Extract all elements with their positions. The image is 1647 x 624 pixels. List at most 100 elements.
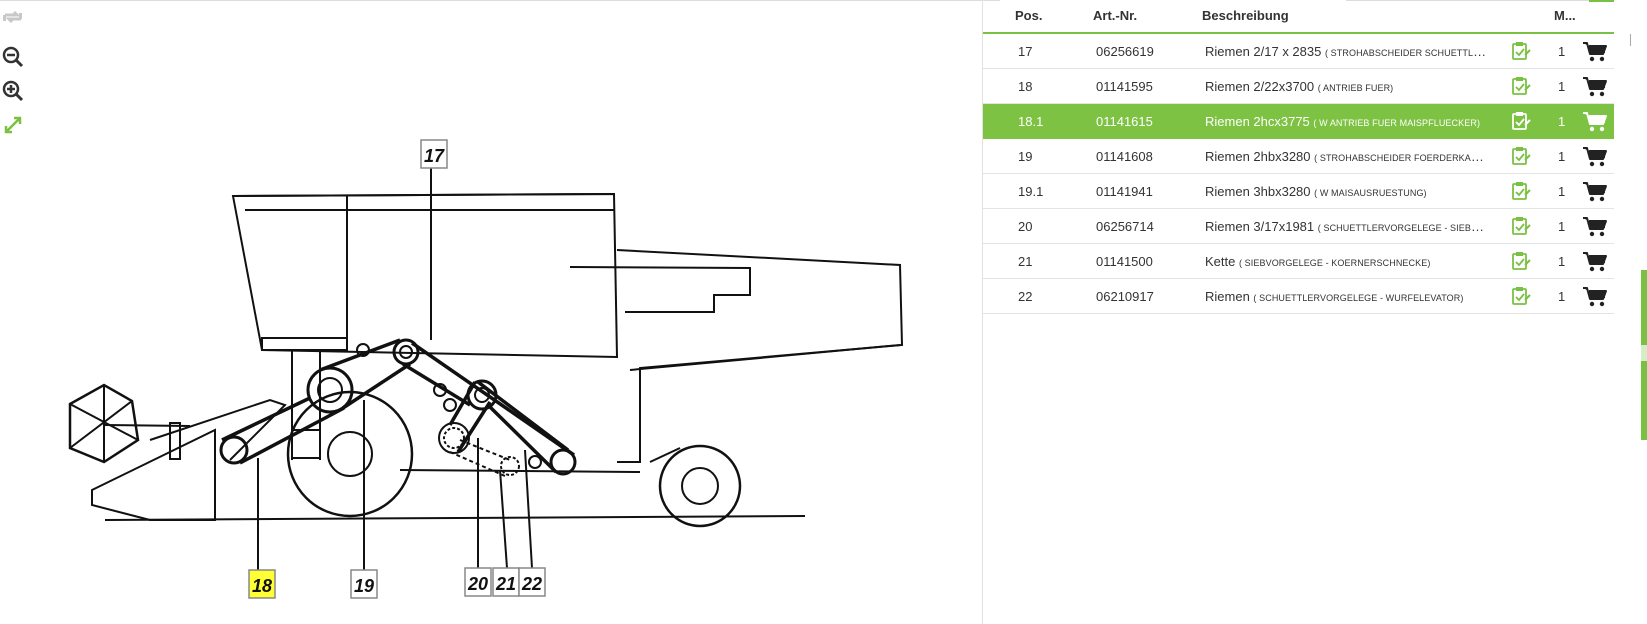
cell-beschreibung: Riemen 2/22x3700 ( ANTRIEB FUER) bbox=[1205, 79, 1487, 94]
cell-beschreibung: Riemen ( SCHUETTLERVORGELEGE - WURFELEVA… bbox=[1205, 289, 1487, 304]
cell-art-nr: 01141595 bbox=[1096, 79, 1153, 94]
notepad-check-icon[interactable] bbox=[1510, 216, 1532, 236]
cell-pos: 19 bbox=[1018, 149, 1033, 164]
rotate-icon[interactable] bbox=[0, 4, 26, 30]
callout-17[interactable]: 17 bbox=[420, 139, 448, 169]
cell-beschreibung: Riemen 2hcx3775 ( W ANTRIEB FUER MAISPFL… bbox=[1205, 114, 1487, 129]
part-name: Riemen 2hbx3280 bbox=[1205, 149, 1311, 164]
header-accent bbox=[1589, 0, 1614, 2]
cart-icon[interactable] bbox=[1582, 251, 1608, 273]
cell-art-nr: 01141608 bbox=[1096, 149, 1153, 164]
cell-menge: 1 bbox=[1558, 219, 1566, 234]
notepad-check-icon[interactable] bbox=[1510, 76, 1532, 96]
cell-menge: 1 bbox=[1558, 79, 1566, 94]
header-art-nr[interactable]: Art.-Nr. bbox=[1093, 8, 1138, 23]
table-header: Pos. Art.-Nr. Beschreibung M... bbox=[983, 0, 1614, 34]
svg-text:19: 19 bbox=[354, 576, 374, 596]
table-row[interactable]: 17 06256619 Riemen 2/17 x 2835 ( STROHABSC… bbox=[983, 34, 1614, 69]
cell-pos: 20 bbox=[1018, 219, 1033, 234]
part-note: ( W ANTRIEB FUER MAISPFLUECKER) bbox=[1313, 118, 1481, 128]
cell-art-nr: 01141941 bbox=[1096, 184, 1153, 199]
table-row[interactable]: 18.1 01141615 Riemen 2hcx3775 ( W ANTRIEB … bbox=[983, 104, 1614, 139]
cell-menge: 1 bbox=[1558, 184, 1566, 199]
part-note: ( SCHUETTLERVORGELEGE - WURFELEVATOR) bbox=[1253, 293, 1464, 303]
cell-beschreibung: Riemen 2hbx3280 ( STROHABSCHEIDER FOERDE… bbox=[1205, 149, 1487, 164]
table-row[interactable]: 19.1 01141941 Riemen 3hbx3280 ( W MAISAUSR… bbox=[983, 174, 1614, 209]
svg-text:22: 22 bbox=[521, 574, 542, 594]
cart-icon[interactable] bbox=[1582, 181, 1608, 203]
part-name: Riemen 2/17 x 2835 bbox=[1205, 44, 1322, 59]
table-row[interactable]: 19 01141608 Riemen 2hbx3280 ( STROHABSCHEI… bbox=[983, 139, 1614, 174]
cell-art-nr: 06210917 bbox=[1096, 289, 1154, 304]
notepad-check-icon[interactable] bbox=[1510, 111, 1532, 131]
part-name: Riemen 3hbx3280 bbox=[1205, 184, 1311, 199]
cell-art-nr: 01141500 bbox=[1096, 254, 1153, 269]
part-name: Riemen 2hcx3775 bbox=[1205, 114, 1310, 129]
callout-20[interactable]: 20 bbox=[464, 567, 492, 597]
cell-pos: 21 bbox=[1018, 254, 1033, 269]
part-note: ( W MAISAUSRUESTUNG) bbox=[1314, 188, 1427, 198]
cell-beschreibung: Kette ( SIEBVORGELEGE - KOERNERSCHNECKE) bbox=[1205, 254, 1487, 269]
cart-icon[interactable] bbox=[1582, 286, 1608, 308]
cell-beschreibung: Riemen 2/17 x 2835 ( STROHABSCHEIDER SCH… bbox=[1205, 44, 1487, 59]
cell-pos: 19.1 bbox=[1018, 184, 1044, 199]
cart-icon[interactable] bbox=[1582, 41, 1608, 63]
part-note: ( ANTRIEB FUER) bbox=[1317, 83, 1394, 93]
callout-21[interactable]: 21 bbox=[492, 567, 520, 597]
part-name: Kette bbox=[1205, 254, 1236, 269]
cell-menge: 1 bbox=[1558, 44, 1566, 59]
part-note: ( STROHABSCHEIDER FOERDERKANAL) bbox=[1314, 153, 1487, 163]
notepad-check-icon[interactable] bbox=[1510, 41, 1532, 61]
table-row[interactable]: 21 01141500 Kette ( SIEBVORGELEGE - KOERNE… bbox=[983, 244, 1614, 279]
cart-icon[interactable] bbox=[1582, 76, 1608, 98]
fullscreen-icon[interactable] bbox=[0, 112, 26, 138]
cell-pos: 18.1 bbox=[1018, 114, 1044, 129]
callout-18[interactable]: 18 bbox=[248, 569, 276, 599]
cart-icon[interactable] bbox=[1582, 111, 1608, 133]
notepad-check-icon[interactable] bbox=[1510, 286, 1532, 306]
part-note: ( SIEBVORGELEGE - KOERNERSCHNECKE) bbox=[1238, 258, 1431, 268]
callout-19[interactable]: 19 bbox=[350, 569, 378, 599]
callout-22[interactable]: 22 bbox=[518, 567, 546, 597]
part-name: Riemen 3/17x1981 bbox=[1205, 219, 1315, 234]
cell-menge: 1 bbox=[1558, 254, 1566, 269]
svg-text:21: 21 bbox=[495, 574, 516, 594]
part-name: Riemen 2/22x3700 bbox=[1205, 79, 1315, 94]
zoom-out-icon[interactable] bbox=[0, 44, 26, 70]
zoom-in-icon[interactable] bbox=[0, 78, 26, 104]
cell-pos: 17 bbox=[1018, 44, 1033, 59]
svg-text:20: 20 bbox=[467, 574, 488, 594]
cell-beschreibung: Riemen 3hbx3280 ( W MAISAUSRUESTUNG) bbox=[1205, 184, 1487, 199]
cell-beschreibung: Riemen 3/17x1981 ( SCHUETTLERVORGELEGE -… bbox=[1205, 219, 1487, 234]
header-beschreibung[interactable]: Beschreibung bbox=[1202, 8, 1289, 23]
table-row[interactable]: 20 06256714 Riemen 3/17x1981 ( SCHUETTLERV… bbox=[983, 209, 1614, 244]
cell-menge: 1 bbox=[1558, 289, 1566, 304]
header-pos[interactable]: Pos. bbox=[1015, 8, 1043, 23]
header-top-border bbox=[1346, 0, 1614, 1]
cell-art-nr: 01141615 bbox=[1096, 114, 1153, 129]
cart-icon[interactable] bbox=[1582, 216, 1608, 238]
panel-divider bbox=[982, 0, 983, 624]
svg-text:17: 17 bbox=[424, 146, 445, 166]
cell-menge: 1 bbox=[1558, 149, 1566, 164]
header-menge[interactable]: M... bbox=[1554, 8, 1576, 23]
top-border bbox=[0, 0, 1000, 1]
notepad-check-icon[interactable] bbox=[1510, 251, 1532, 271]
notepad-check-icon[interactable] bbox=[1510, 146, 1532, 166]
part-note: ( STROHABSCHEIDER SCHUETTLERVORG... bbox=[1324, 48, 1487, 58]
svg-text:18: 18 bbox=[252, 576, 272, 596]
table-row[interactable]: 22 06210917 Riemen ( SCHUETTLERVORGELEGE -… bbox=[983, 279, 1614, 314]
part-note: ( SCHUETTLERVORGELEGE - SIEBVORGELE... bbox=[1317, 223, 1487, 233]
notepad-check-icon[interactable] bbox=[1510, 181, 1532, 201]
chevron-icon bbox=[1641, 345, 1647, 361]
cell-pos: 22 bbox=[1018, 289, 1033, 304]
part-name: Riemen bbox=[1205, 289, 1250, 304]
cart-icon[interactable] bbox=[1582, 146, 1608, 168]
cell-pos: 18 bbox=[1018, 79, 1033, 94]
parts-drawing: 17 18 19 20 21 22 bbox=[68, 139, 904, 599]
table-row[interactable]: 18 01141595 Riemen 2/22x3700 ( ANTRIEB FUE… bbox=[983, 69, 1614, 104]
parts-table: Pos. Art.-Nr. Beschreibung M... 17 062566… bbox=[983, 0, 1614, 314]
scrollbar[interactable] bbox=[1630, 34, 1636, 46]
cell-art-nr: 06256619 bbox=[1096, 44, 1154, 59]
cell-art-nr: 06256714 bbox=[1096, 219, 1154, 234]
